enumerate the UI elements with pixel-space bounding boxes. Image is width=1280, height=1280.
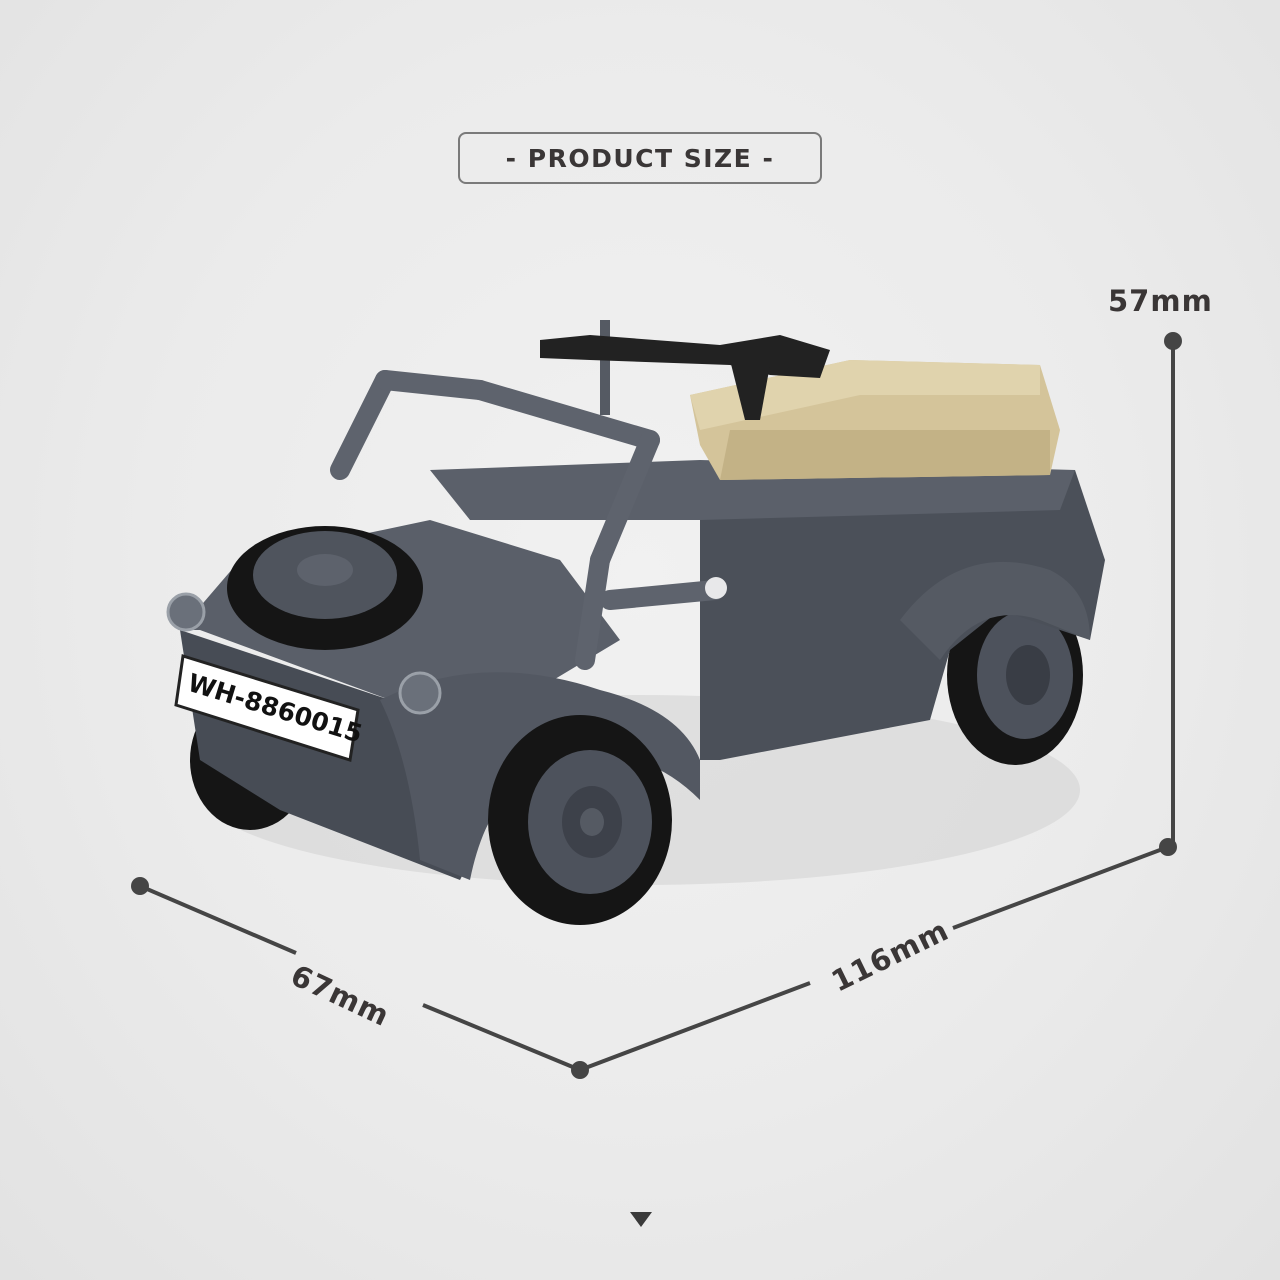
depth-line-a [139, 884, 297, 955]
front-right-wheel [488, 715, 672, 925]
vehicle [166, 320, 1105, 925]
roll-frame [330, 370, 725, 670]
rear-right-wheel [947, 585, 1083, 765]
section-title-box: - PRODUCT SIZE - [458, 132, 822, 184]
length-line-a [579, 981, 811, 1072]
scroll-down-arrow-icon[interactable] [630, 1212, 652, 1227]
license-plate [174, 654, 360, 762]
spare-tire [227, 526, 423, 650]
length-line-b [952, 845, 1169, 930]
dimension-lines [139, 341, 1175, 1072]
tan-seat [690, 360, 1060, 480]
frame-knob [705, 577, 727, 599]
section-title: - PRODUCT SIZE - [505, 143, 775, 173]
dimension-endpoints [131, 332, 1182, 1079]
machine-gun [540, 320, 830, 420]
depth-line-b [422, 1003, 581, 1072]
headlights [166, 592, 442, 715]
height-dimension-label: 57mm [1108, 284, 1213, 318]
